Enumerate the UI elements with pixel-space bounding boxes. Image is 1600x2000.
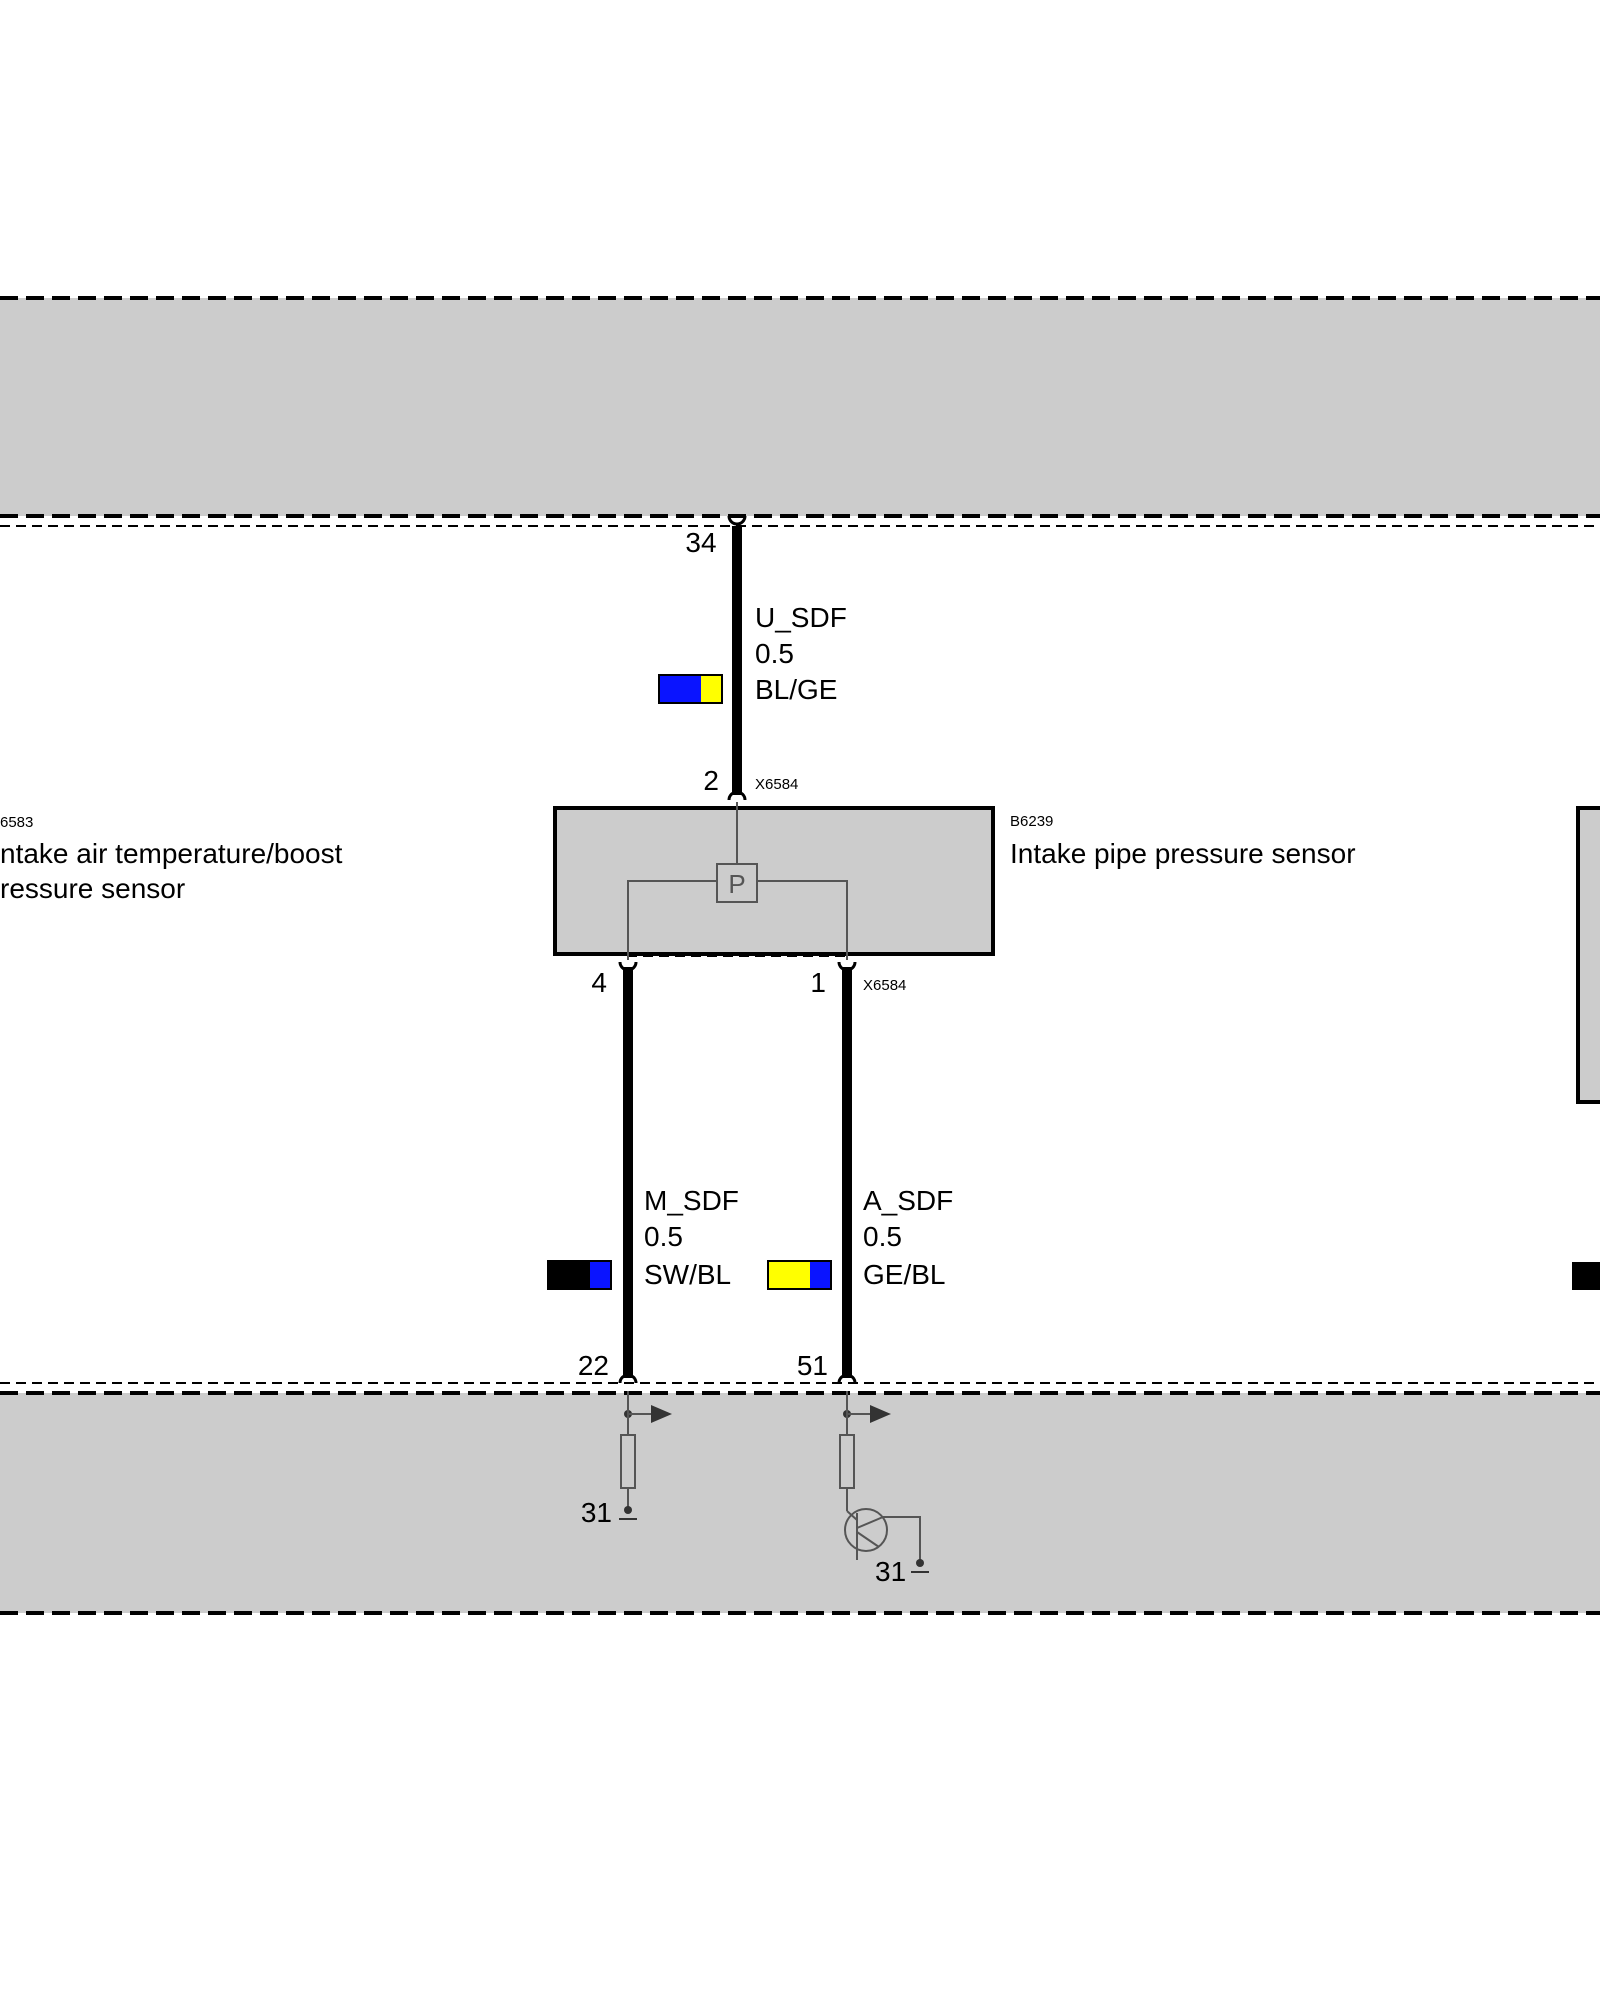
sensor-main-name: Intake pipe pressure sensor	[1010, 838, 1356, 869]
wire-m-sdf-signal: M_SDF	[644, 1185, 739, 1216]
pin-label-34: 34	[685, 527, 716, 558]
pin-label-22: 22	[578, 1350, 609, 1381]
internal-circuit-a-sdf	[839, 1391, 929, 1573]
wire-u-sdf-gauge: 0.5	[755, 638, 794, 669]
color-swatch-a-sdf	[767, 1260, 832, 1290]
wire-m-sdf-color-code: SW/BL	[644, 1259, 731, 1290]
pin-label-1: 1	[810, 967, 826, 998]
pressure-symbol-box	[716, 863, 758, 903]
ground-dot-right	[916, 1559, 924, 1567]
internal-circuit-m-sdf	[619, 1391, 672, 1520]
pressure-symbol-label: P	[728, 869, 745, 899]
color-swatch-m-sdf	[547, 1260, 612, 1290]
pin-label-2: 2	[703, 765, 719, 796]
top-control-unit-panel	[0, 296, 1600, 527]
wire-a-sdf-gauge: 0.5	[863, 1221, 902, 1252]
sensor-left-name-line1: ntake air temperature/boost	[0, 838, 343, 869]
wire-u-sdf-signal: U_SDF	[755, 602, 847, 633]
wire-m-sdf-gauge: 0.5	[644, 1221, 683, 1252]
connector-bottom-label: X6584	[863, 977, 906, 994]
right-partial-component	[1576, 806, 1600, 1104]
wire-a-sdf-signal: A_SDF	[863, 1185, 953, 1216]
wire-u-sdf-color-code: BL/GE	[755, 674, 837, 705]
connector-top-label: X6584	[755, 776, 798, 793]
bottom-control-unit-panel	[0, 1382, 1600, 1615]
sensor-left-id: 6583	[0, 814, 33, 831]
ground-label-right: 31	[875, 1556, 906, 1587]
transistor-symbol	[844, 1508, 888, 1552]
wire-a-sdf-color-code: GE/BL	[863, 1259, 945, 1290]
pin-label-4: 4	[591, 967, 607, 998]
sensor-main-id: B6239	[1010, 813, 1053, 830]
ground-label-left: 31	[581, 1497, 612, 1528]
sensor-left-name-line2: ressure sensor	[0, 873, 185, 904]
color-swatch-u-sdf	[658, 674, 723, 704]
pin-label-51: 51	[797, 1350, 828, 1381]
pin-terminals	[618, 515, 857, 1384]
right-partial-wire-color-swatch	[1572, 1262, 1600, 1290]
intake-pipe-pressure-sensor: P	[553, 802, 995, 960]
ground-dot-left	[624, 1506, 632, 1514]
